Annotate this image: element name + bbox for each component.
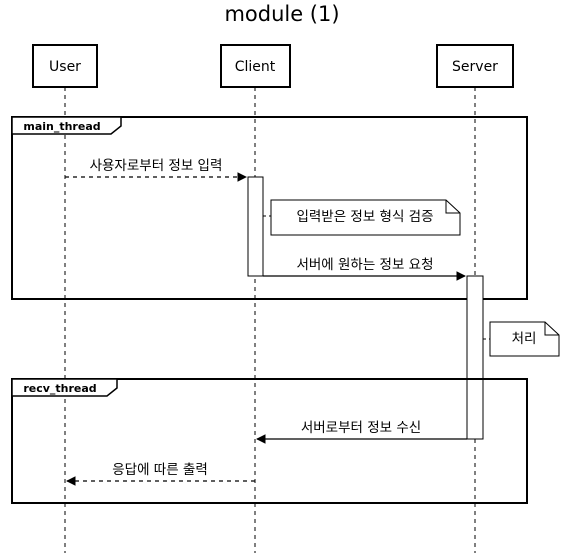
participant-server: Server [436, 44, 514, 88]
message-client-to-user: 응답에 따른 출력 [66, 462, 255, 486]
activation-client [247, 176, 264, 277]
frame-recv-thread-label: recv_thread [23, 382, 96, 395]
participant-server-label: Server [452, 59, 498, 75]
message-client-to-server-label: 서버에 원하는 정보 요청 [296, 257, 433, 273]
message-client-to-user-label: 응답에 따른 출력 [112, 462, 208, 478]
participant-user: User [32, 44, 98, 88]
activation-server [466, 275, 484, 440]
frame-main-thread: main_thread [11, 116, 528, 300]
message-user-to-client-label: 사용자로부터 정보 입력 [90, 158, 223, 174]
note-client-validation: 입력받은 정보 형식 검증 [263, 199, 461, 236]
participant-client: Client [220, 44, 291, 88]
note-server-processing-text: 처리 [512, 331, 537, 347]
note-client-validation-text: 입력받은 정보 형식 검증 [296, 209, 433, 225]
note-server-processing: 처리 [483, 321, 560, 357]
diagram-title: module (1) [224, 2, 339, 26]
participant-user-label: User [49, 59, 81, 75]
message-server-to-client-label: 서버로부터 정보 수신 [301, 420, 421, 436]
participant-client-label: Client [235, 59, 276, 75]
message-client-to-server: 서버에 원하는 정보 요청 [263, 257, 466, 281]
frame-recv-thread: recv_thread [11, 378, 528, 504]
message-server-to-client: 서버로부터 정보 수신 [256, 420, 467, 444]
message-user-to-client: 사용자로부터 정보 입력 [65, 158, 247, 182]
frame-main-thread-label: main_thread [23, 120, 100, 133]
